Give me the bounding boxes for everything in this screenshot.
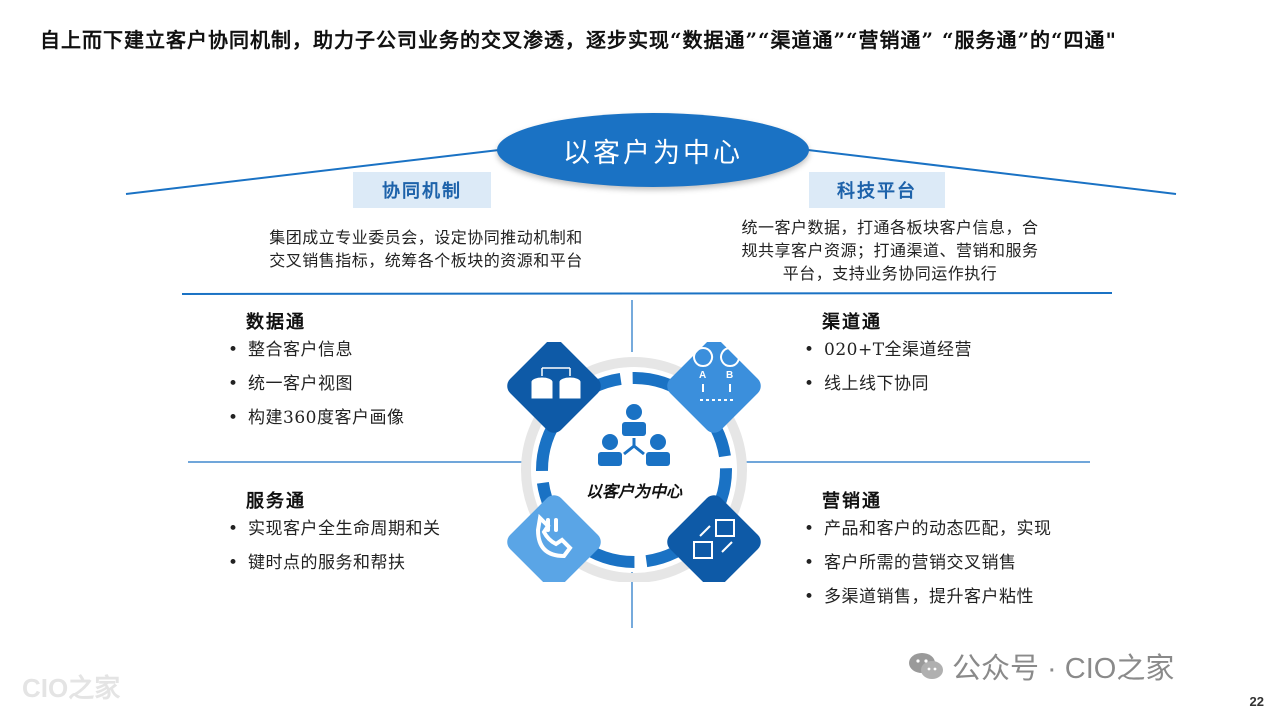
svg-text:B: B <box>726 370 733 381</box>
list-item-continuation: 键时点的服务和帮扶 <box>248 553 406 573</box>
quadrant-service-title: 服务通 <box>246 491 306 512</box>
phone-icon <box>535 513 573 559</box>
tag-tech-platform: 科技平台 <box>809 172 945 208</box>
hub-diagram: 以客户为中心 A B <box>507 342 761 582</box>
quadrant-service-list: 实现客户全生命周期和关 键时点的服务和帮扶 <box>222 512 441 580</box>
windows-swap-diamond <box>667 495 761 582</box>
list-item: 产品和客户的动态匹配，实现 <box>798 512 1052 546</box>
quadrant-data-list: 整合客户信息 统一客户视图 构建360度客户画像 <box>222 333 404 435</box>
quadrant-data: 数据通 <box>246 308 306 334</box>
desc-tech-line: 统一客户数据，打通各板块客户信息，合 <box>741 218 1039 237</box>
hub-inner-disc <box>552 388 716 552</box>
roof-line-right <box>807 149 1177 195</box>
list-item: 线上线下协同 <box>798 367 972 401</box>
hub-label: 以客户为中心 <box>586 482 683 501</box>
wechat-icon <box>909 653 943 679</box>
database-sync-icon <box>531 367 581 399</box>
wechat-watermark: 公众号 · CIO之家 <box>908 645 1174 687</box>
hub-outer-ring <box>521 357 747 582</box>
location-pins-icon: A B <box>693 347 741 401</box>
list-item: 构建360度客户画像 <box>222 401 404 435</box>
people-network-icon <box>598 404 670 466</box>
quadrant-marketing-list: 产品和客户的动态匹配，实现 客户所需的营销交叉销售 多渠道销售，提升客户粘性 <box>798 512 1052 614</box>
customer-center-label: 以客户为中心 <box>563 137 743 169</box>
watermark-text: 公众号 · CIO之家 <box>952 653 1175 685</box>
list-item: 整合客户信息 <box>222 333 404 367</box>
watermark-faint: CIO之家 <box>22 673 121 703</box>
quadrant-service: 服务通 <box>246 487 306 513</box>
list-item: 客户所需的营销交叉销售 <box>798 546 1052 580</box>
desc-collaboration: 集团成立专业委员会，设定协同推动机制和 交叉销售指标，统筹各个板块的资源和平台 <box>236 226 616 272</box>
quadrant-channel: 渠道通 <box>822 308 882 334</box>
svg-text:A: A <box>699 370 706 381</box>
list-item: 统一客户视图 <box>222 367 404 401</box>
list-item-continuation: 客户所需的营销交叉销售 <box>824 553 1017 573</box>
quadrant-marketing: 营销通 <box>822 487 882 513</box>
desc-tech-platform: 统一客户数据，打通各板块客户信息，合 规共享客户资源；打通渠道、营销和服务 平台… <box>710 216 1070 285</box>
tag-collaboration-mechanism: 协同机制 <box>353 172 491 208</box>
list-item: 键时点的服务和帮扶 <box>222 546 441 580</box>
page-headline: 自上而下建立客户协同机制，助力子公司业务的交叉渗透，逐步实现“数据通”“渠道通”… <box>40 28 1117 52</box>
list-item: 020+T全渠道经营 <box>798 333 972 367</box>
quadrant-channel-title: 渠道通 <box>822 312 882 333</box>
list-item: 多渠道销售，提升客户粘性 <box>798 580 1052 614</box>
customer-center-ellipse: 以客户为中心 <box>497 113 809 187</box>
top-divider <box>181 292 1113 295</box>
desc-tech-line: 平台，支持业务协同运作执行 <box>782 264 998 283</box>
page-number: 22 <box>1249 694 1264 709</box>
desc-collaboration-line: 交叉销售指标，统筹各个板块的资源和平台 <box>269 251 583 270</box>
hub-blue-ring <box>536 372 732 568</box>
roof-line-left <box>125 149 500 195</box>
windows-swap-icon <box>693 519 735 559</box>
desc-tech-line: 规共享客户资源；打通渠道、营销和服务 <box>741 241 1039 260</box>
quadrant-data-title: 数据通 <box>246 312 306 333</box>
quadrant-channel-list: 020+T全渠道经营 线上线下协同 <box>798 333 972 401</box>
database-sync-diamond <box>507 342 601 433</box>
desc-collaboration-line: 集团成立专业委员会，设定协同推动机制和 <box>269 228 583 247</box>
quadrant-marketing-title: 营销通 <box>822 491 882 512</box>
list-item: 实现客户全生命周期和关 <box>222 512 441 546</box>
